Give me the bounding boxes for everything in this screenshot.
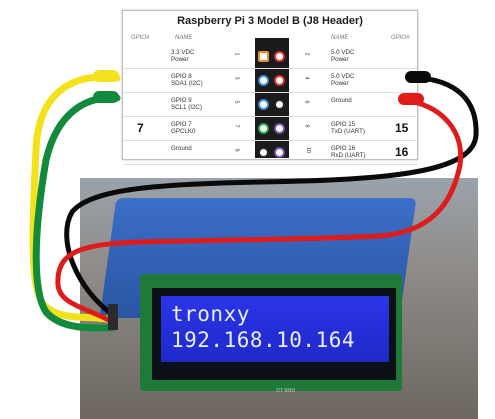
left-name-column-label: NAME [175, 35, 193, 41]
header-row-divider [123, 116, 417, 117]
black-wire [64, 75, 479, 317]
right-pin-name: Ground [331, 97, 352, 104]
green-wire-tip [93, 91, 119, 103]
header-row-divider [123, 164, 417, 165]
right-pin-dot [274, 51, 285, 62]
right-pin-dot [274, 147, 285, 158]
green-wire [32, 94, 121, 332]
yellow-wire-tip [93, 70, 119, 82]
lcd-line-1: tronxy [171, 302, 250, 326]
black-wire-tip [405, 71, 431, 83]
lcd-line-2: 192.168.10.164 [171, 328, 356, 352]
right-gpio-number: 15 [395, 121, 409, 135]
left-pin-name: Ground [171, 145, 192, 152]
right-pin-dot [274, 123, 285, 134]
left-pin-dot [258, 75, 269, 86]
wire-connector [108, 304, 118, 330]
lcd-screen: tronxy 192.168.10.164 [161, 296, 389, 362]
lcd-photo: tronxy 192.168.10.164 RRB 1/2 [80, 178, 478, 419]
left-pin-dot [258, 99, 269, 110]
right-gpio-number: 16 [395, 145, 409, 159]
left-pin-dot [258, 123, 269, 134]
right-pin-dot [274, 99, 285, 110]
left-pin-dot [258, 51, 269, 62]
red-wire-tip [398, 93, 424, 105]
left-gpio-column-label: GPIO# [131, 35, 150, 41]
red-wire [55, 97, 464, 325]
gpio-header-table: Raspberry Pi 3 Model B (J8 Header) GPIO#… [122, 10, 418, 165]
left-pin-dot [258, 147, 269, 158]
yellow-wire [29, 73, 121, 324]
header-row-divider [123, 140, 417, 141]
left-gpio-number: 7 [137, 121, 144, 135]
header-title: Raspberry Pi 3 Model B (J8 Header) [177, 15, 363, 27]
right-pin-dot [274, 75, 285, 86]
header-row-divider [123, 92, 417, 93]
right-name-column-label: NAME [331, 35, 349, 41]
header-row-divider [123, 68, 417, 69]
right-gpio-column-label: GPIO# [391, 35, 410, 41]
